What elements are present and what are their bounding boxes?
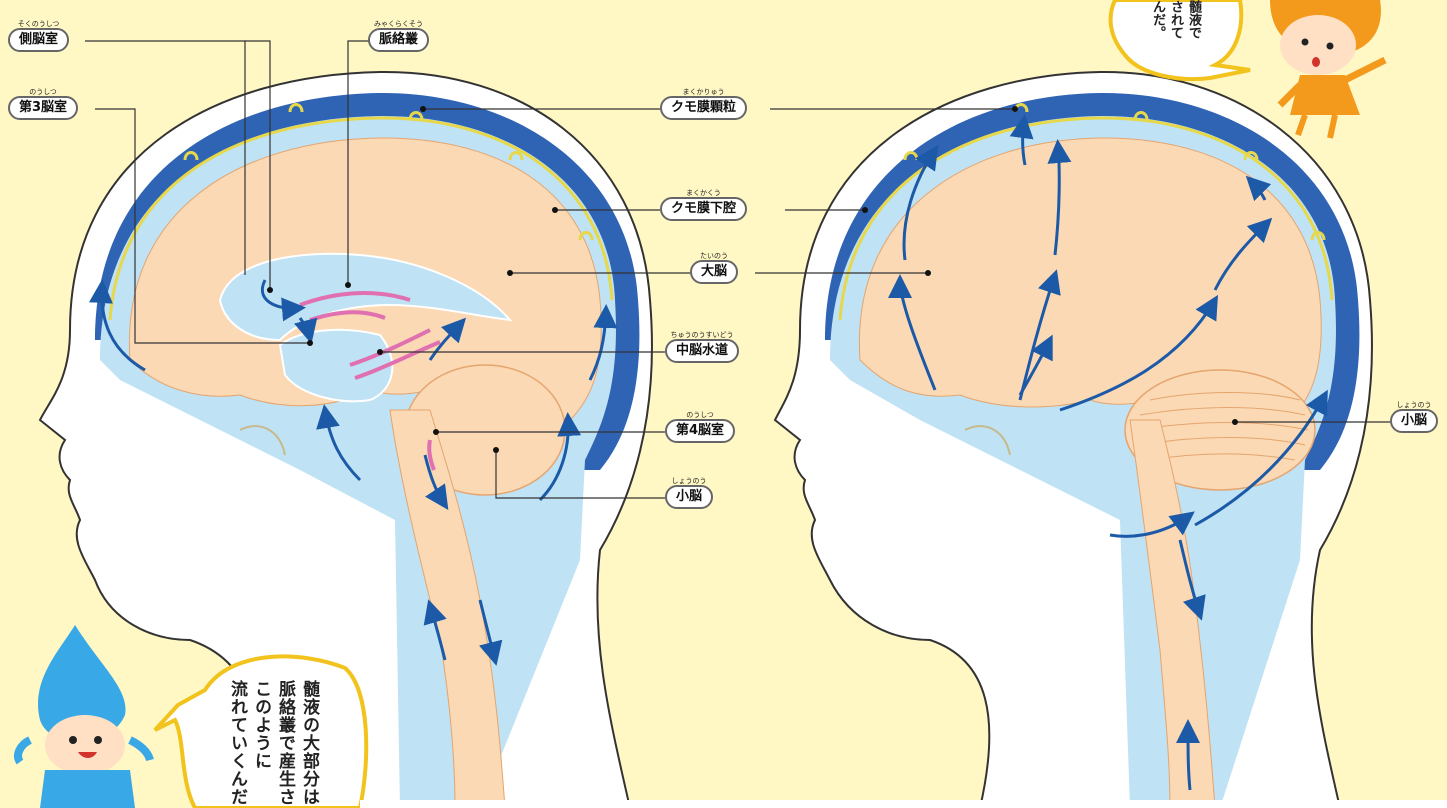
text-choroid-plexus: 脈絡叢	[368, 28, 430, 52]
ruby-cerebral-aqueduct: ちゅうのうすいどう	[670, 331, 734, 339]
speech-bottom-line-1: 髄液の大部分は	[299, 680, 319, 806]
right-head-section	[773, 70, 1373, 808]
ruby-cerebrum: たいのう	[700, 252, 728, 260]
text-subarachnoid-space: クモ膜下腔	[660, 197, 748, 221]
right-arachnoid-granulations	[903, 103, 1326, 241]
left-choroid-plexus-4	[354, 340, 441, 380]
ruby-cerebellum-right: しょうのう	[1396, 401, 1432, 409]
left-choroid-plexus-1	[299, 291, 411, 307]
text-cerebrum: 大脳	[690, 260, 739, 284]
left-arachnoid-line	[108, 116, 614, 321]
label-cerebral-aqueduct: ちゅうのうすいどう 中脳水道	[665, 331, 740, 363]
left-choroid-plexus-5	[427, 439, 436, 471]
bottom-strip	[360, 800, 1447, 808]
left-head-section	[38, 70, 653, 808]
label-cerebellum: しょうのう 小脳	[665, 477, 714, 509]
text-fourth-ventricle: 第4脳室	[665, 419, 736, 443]
left-ear-detail	[239, 425, 286, 456]
left-flow-arrows	[88, 279, 618, 666]
ruby-subarachnoid-space: まくかくう	[686, 189, 721, 197]
left-arachnoid-granulations	[183, 103, 594, 241]
speech-top-line-3: んだ。	[1150, 0, 1165, 39]
left-choroid-plexus-2	[309, 310, 386, 322]
leader-lines	[85, 40, 1390, 499]
label-arachnoid-granulation: まくかりゅう クモ膜顆粒	[660, 88, 748, 120]
text-cerebellum: 小脳	[665, 485, 714, 509]
speech-top-line-1: 髄液で	[1186, 0, 1201, 39]
right-arachnoid-line	[838, 116, 1334, 321]
right-ear-detail	[964, 425, 1011, 456]
text-cerebral-aqueduct: 中脳水道	[665, 339, 740, 363]
text-third-ventricle: 第3脳室	[8, 96, 79, 120]
ruby-lateral-ventricle: そくのうしつ	[17, 20, 60, 28]
speech-bottom-line-2: 脈絡叢で産生さ	[275, 680, 295, 806]
left-third-ventricle	[278, 328, 394, 403]
label-fourth-ventricle: のうしつ 第4脳室	[665, 411, 736, 443]
text-arachnoid-granulation: クモ膜顆粒	[660, 96, 748, 120]
ruby-cerebellum: しょうのう	[671, 477, 707, 485]
right-cerebellum	[1124, 369, 1316, 491]
speech-bubble-bottom	[153, 654, 369, 808]
leader-dots	[267, 106, 1238, 453]
label-cerebrum: たいのう 大脳	[690, 252, 739, 284]
label-lateral-ventricle: そくのうしつ 側脳室	[8, 20, 70, 52]
speech-bubble-top	[1108, 0, 1251, 82]
ruby-fourth-ventricle: のうしつ	[686, 411, 714, 419]
label-choroid-plexus: みゃくらくそう 脈絡叢	[368, 20, 430, 52]
speech-bottom-text: 髄液の大部分は 脈絡叢で産生さ このように 流れていくんだ	[225, 680, 321, 808]
text-lateral-ventricle: 側脳室	[8, 28, 70, 52]
speech-top-text: 髄液で されて んだ。	[1148, 0, 1202, 62]
left-choroid-plexus-3	[349, 328, 431, 367]
ruby-third-ventricle: のうしつ	[29, 88, 57, 96]
ruby-choroid-plexus: みゃくらくそう	[374, 20, 423, 28]
label-subarachnoid-space: まくかくう クモ膜下腔	[660, 189, 748, 221]
orange-girl-character	[1270, 0, 1387, 139]
speech-bottom-line-4: 流れていくんだ	[227, 680, 247, 806]
label-cerebellum-right: しょうのう 小脳	[1390, 401, 1439, 433]
ruby-arachnoid-granulation: まくかりゅう	[682, 88, 725, 96]
speech-bottom-line-3: このように	[251, 680, 271, 770]
blue-droplet-character	[14, 625, 154, 808]
left-spinal-cord	[389, 409, 506, 808]
label-third-ventricle: のうしつ 第3脳室	[8, 88, 79, 120]
text-cerebellum-right: 小脳	[1390, 409, 1439, 433]
speech-top-line-2: されて	[1168, 0, 1183, 39]
right-flow-arrows	[888, 114, 1328, 791]
